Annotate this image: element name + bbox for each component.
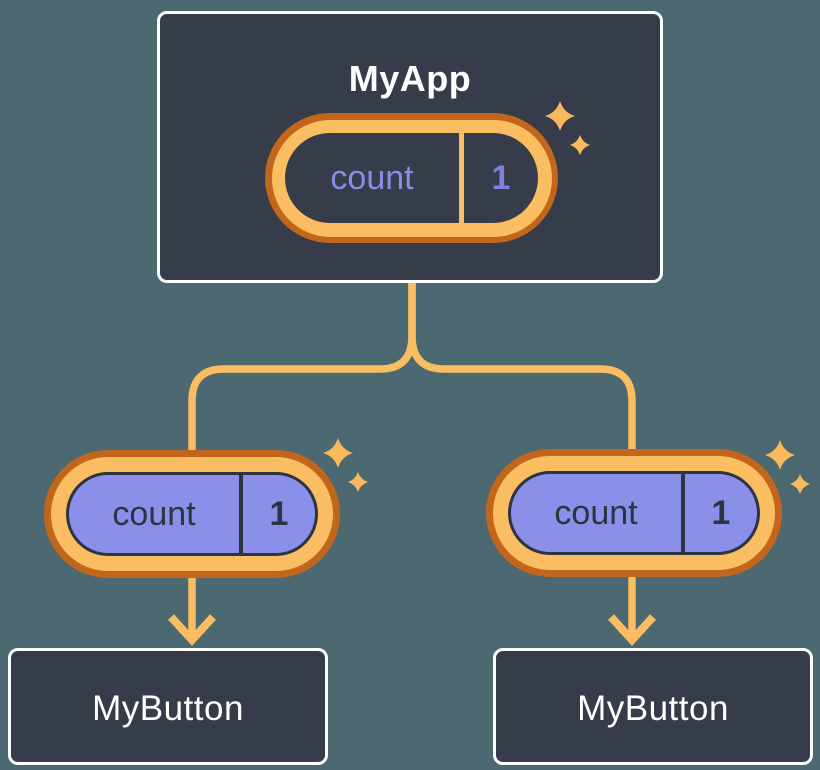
sparkle-icon [765, 440, 810, 494]
pill-divider [459, 133, 464, 223]
state-value: 1 [491, 158, 511, 197]
prop-pill-body: count 1 [508, 471, 760, 555]
arrowhead-left-icon [168, 614, 216, 646]
state-pill: count 1 [265, 113, 558, 243]
pill-divider [681, 474, 685, 552]
sparkle-icon [323, 438, 368, 492]
prop-pill-ring: count 1 [51, 457, 333, 571]
arrowhead-right-icon [608, 614, 656, 646]
parent-component-label: MyApp [348, 58, 472, 99]
prop-name: count [112, 494, 196, 533]
prop-pill-body: count 1 [66, 472, 318, 556]
prop-value: 1 [711, 493, 731, 532]
sparkle-icon [545, 101, 590, 155]
prop-pill-ring: count 1 [493, 456, 775, 570]
prop-name: count [554, 493, 638, 532]
prop-pill: count 1 [486, 449, 782, 577]
state-pill-body: count 1 [285, 133, 538, 223]
state-name: count [330, 158, 414, 197]
child-component-label: MyButton [92, 689, 244, 728]
pill-divider [239, 475, 243, 553]
child-component-box: MyButton [8, 648, 328, 765]
state-pill-ring: count 1 [271, 119, 552, 237]
connector-right-branch [408, 283, 636, 634]
child-component-box: MyButton [493, 648, 813, 765]
child-component-label: MyButton [577, 689, 729, 728]
prop-pill: count 1 [44, 450, 340, 578]
prop-value: 1 [269, 494, 289, 533]
